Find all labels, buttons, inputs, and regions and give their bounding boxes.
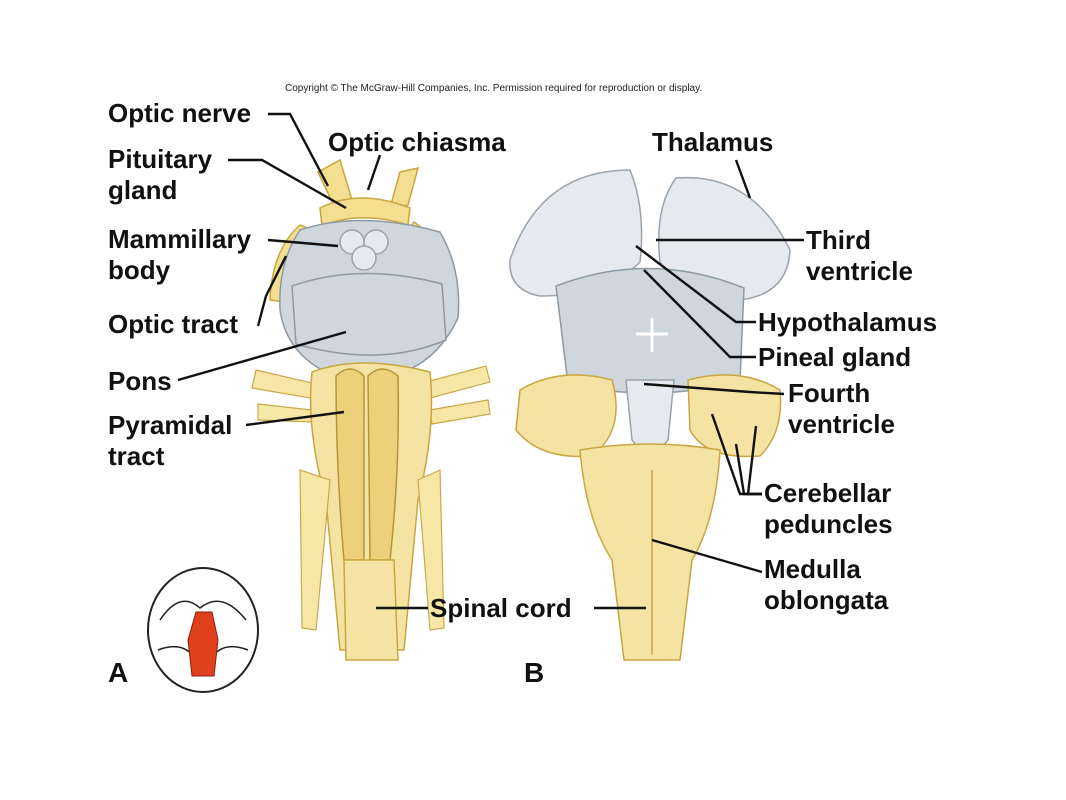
panel-label-b: B: [524, 657, 544, 688]
label-optic-chiasma: Optic chiasma: [328, 127, 506, 157]
panel-a-illustration: [251, 158, 491, 661]
panel-b-illustration: [509, 169, 791, 661]
label-medulla-line2: oblongata: [764, 585, 889, 615]
label-fourth-ventricle-line2: ventricle: [788, 409, 895, 439]
label-hypothalamus: Hypothalamus: [758, 307, 937, 337]
inset-brain-diagram: [147, 567, 259, 693]
label-cerebellar-line1: Cerebellar: [764, 478, 891, 508]
label-mammillary-line2: body: [108, 255, 171, 285]
panel-label-a: A: [108, 657, 128, 688]
label-pituitary-line2: gland: [108, 175, 177, 205]
label-spinal-cord: Spinal cord: [430, 593, 572, 623]
copyright-notice: Copyright © The McGraw-Hill Companies, I…: [285, 83, 702, 94]
label-fourth-ventricle-line1: Fourth: [788, 378, 870, 408]
label-mammillary-line1: Mammillary: [108, 224, 252, 254]
label-medulla-line1: Medulla: [764, 554, 861, 584]
label-pyramidal-line1: Pyramidal: [108, 410, 232, 440]
label-pyramidal-line2: tract: [108, 441, 165, 471]
label-thalamus: Thalamus: [652, 127, 773, 157]
label-cerebellar-line2: peduncles: [764, 509, 893, 539]
label-pituitary-line1: Pituitary: [108, 144, 213, 174]
label-pineal-gland: Pineal gland: [758, 342, 911, 372]
label-third-ventricle-line1: Third: [806, 225, 871, 255]
label-pons: Pons: [108, 366, 172, 396]
label-optic-tract: Optic tract: [108, 309, 238, 339]
label-third-ventricle-line2: ventricle: [806, 256, 913, 286]
label-optic-nerve: Optic nerve: [108, 98, 251, 128]
leader-lines: [177, 112, 804, 610]
